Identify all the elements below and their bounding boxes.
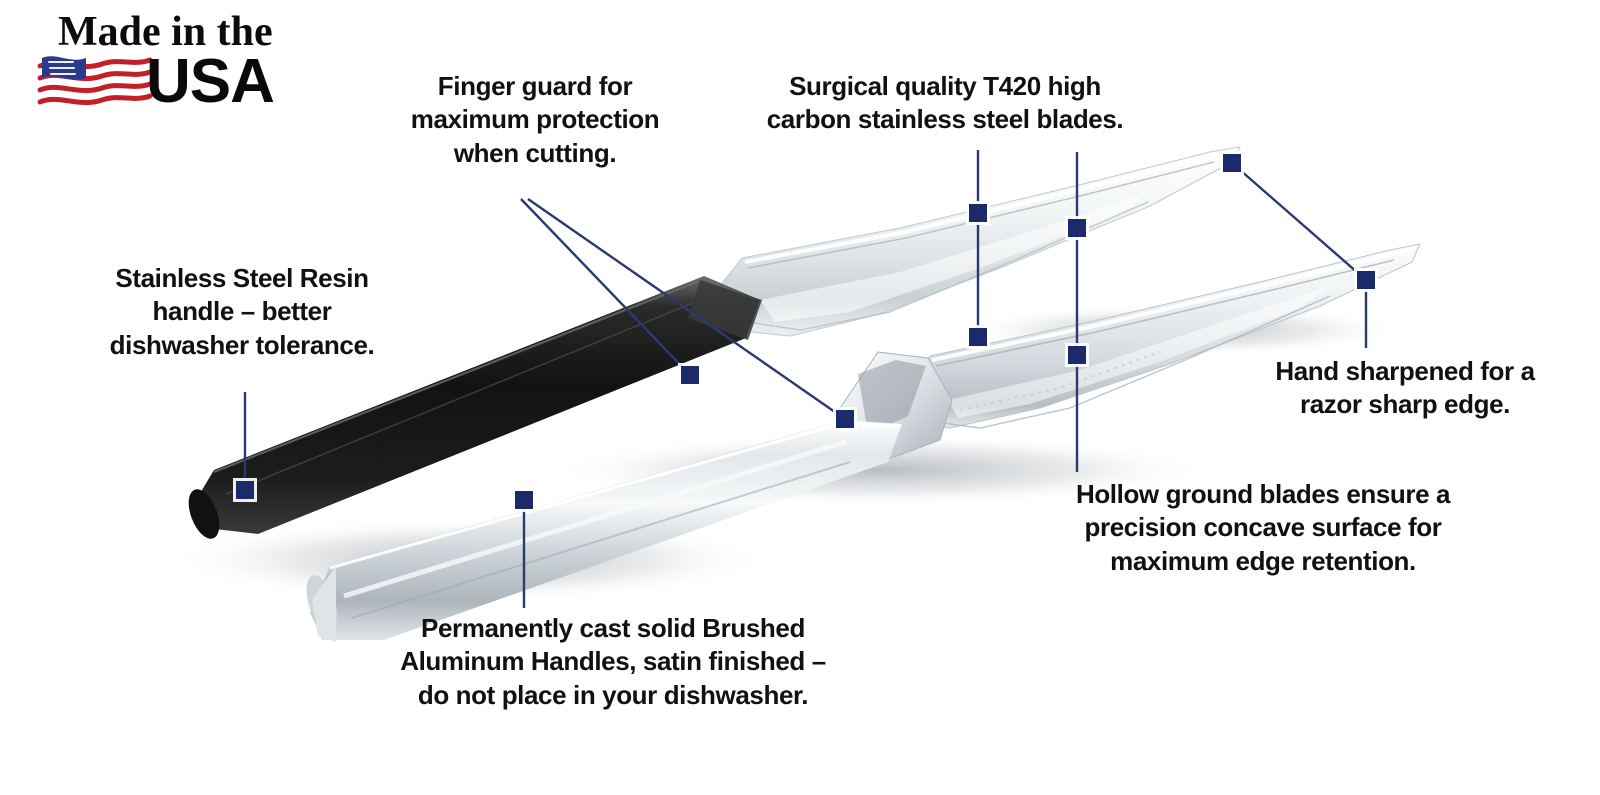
callout-marker[interactable] xyxy=(1068,219,1086,237)
callout-marker[interactable] xyxy=(236,481,254,499)
callout-label-aluminum-handles: Permanently cast solid Brushed Aluminum … xyxy=(400,613,826,710)
callout-marker[interactable] xyxy=(1357,271,1375,289)
callout-label-finger-guard: Finger guard for maximum protection when… xyxy=(410,71,660,168)
callout-marker[interactable] xyxy=(515,491,533,509)
made-in-usa-logo: Made in the USA xyxy=(28,8,338,120)
callout-marker[interactable] xyxy=(969,328,987,346)
callout-marker[interactable] xyxy=(969,204,987,222)
logo-line-made-in-the: Made in the xyxy=(58,9,273,55)
usa-flag-icon xyxy=(37,56,153,106)
callout-marker[interactable] xyxy=(681,366,699,384)
callout-label-resin-handle: Stainless Steel Resin handle – better di… xyxy=(109,263,375,360)
callout-marker[interactable] xyxy=(1223,154,1241,172)
callout-label-hand-sharpened: Hand sharpened for a razor sharp edge. xyxy=(1275,356,1535,420)
callout-marker[interactable] xyxy=(1068,346,1086,364)
callout-label-surgical-steel: Surgical quality T420 high carbon stainl… xyxy=(766,71,1124,135)
callout-marker[interactable] xyxy=(836,410,854,428)
logo-line-usa: USA xyxy=(146,47,275,116)
callout-label-hollow-ground: Hollow ground blades ensure a precision … xyxy=(1075,479,1451,576)
